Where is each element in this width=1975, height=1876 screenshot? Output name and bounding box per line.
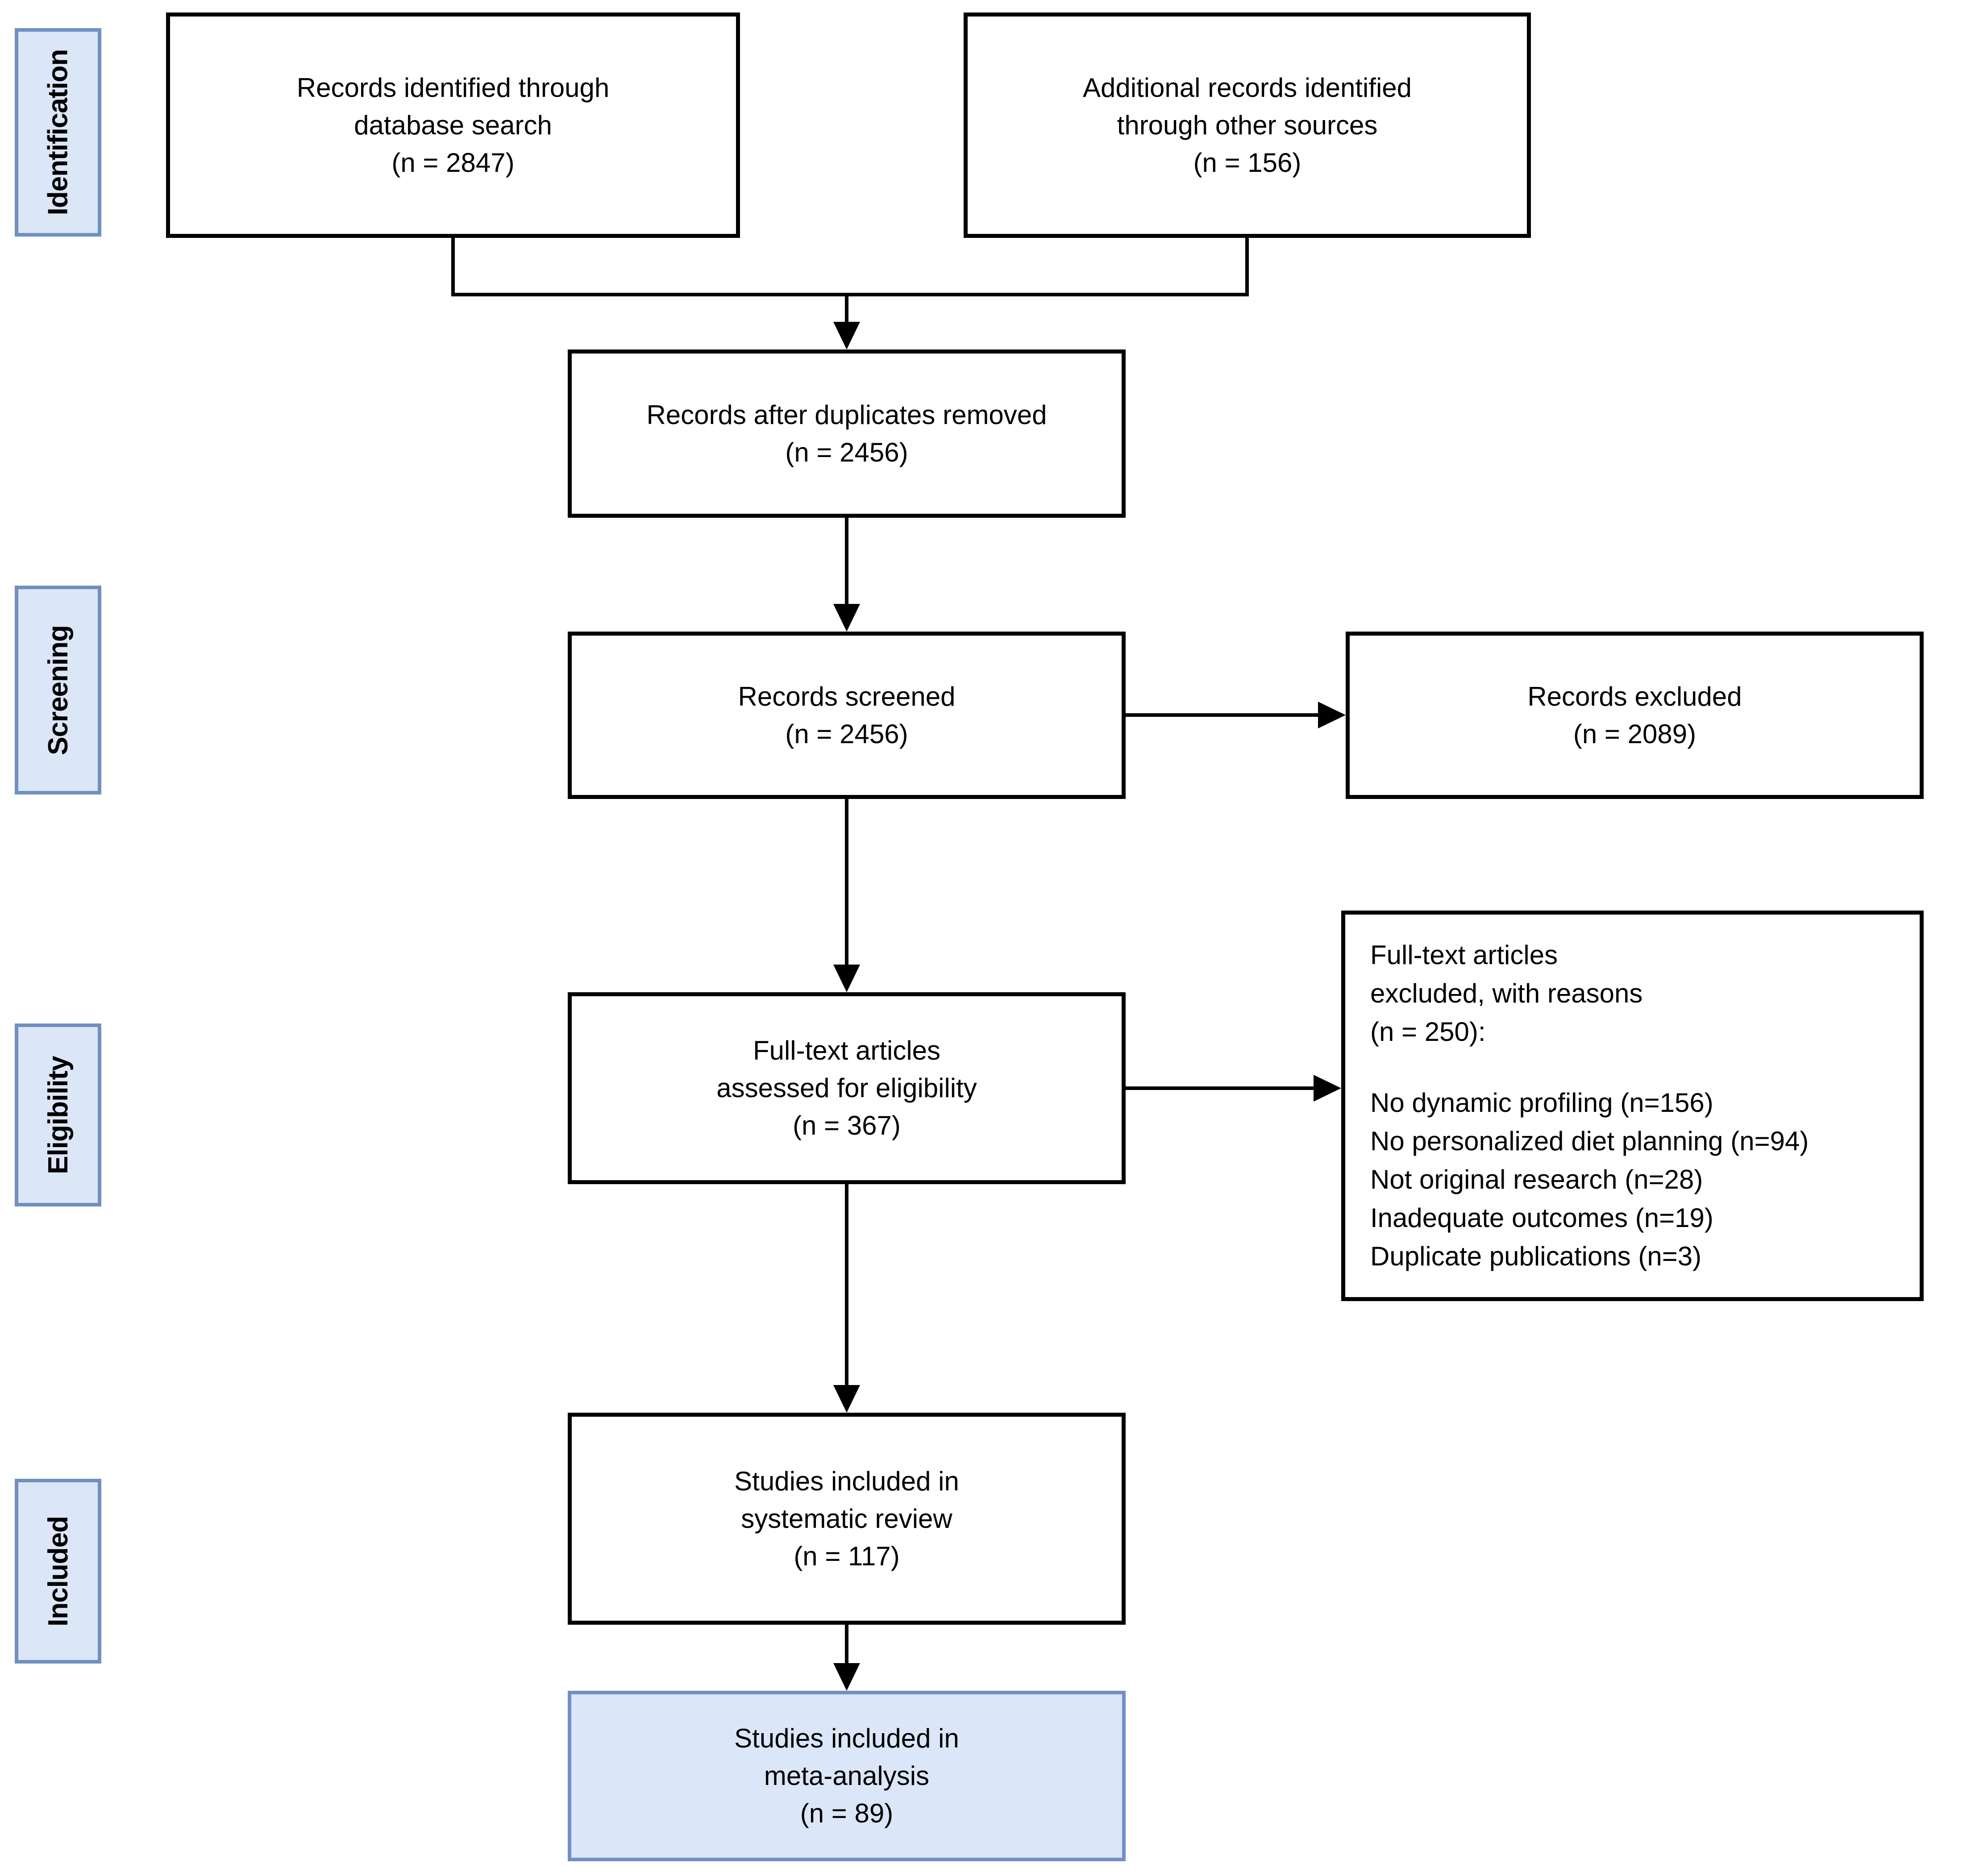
node-count: (n = 2456): [785, 437, 908, 467]
node-records-identified-database: Records identified through database sear…: [166, 12, 740, 238]
connector-right-drop: [1245, 238, 1249, 295]
stage-label-included: Included: [15, 1479, 101, 1664]
arrowhead-down: [833, 965, 860, 992]
node-count: (n = 2089): [1573, 719, 1696, 749]
node-count: (n = 2456): [785, 719, 908, 749]
node-text-line: assessed for eligibility: [716, 1073, 977, 1103]
node-text-line: (n = 250):: [1370, 1017, 1486, 1047]
node-text-line: Additional records identified: [1082, 72, 1412, 103]
node-count: (n = 2847): [391, 147, 515, 178]
connector-fulltext-to-reasons: [1126, 1086, 1318, 1090]
node-text-line: Records after duplicates removed: [646, 399, 1047, 430]
arrowhead-down: [833, 604, 860, 632]
node-text-line: Records identified through: [296, 72, 610, 103]
connector-fulltext-to-sysreview: [845, 1184, 848, 1389]
node-text-line: Studies included in: [734, 1723, 959, 1753]
arrowhead-down: [833, 1663, 860, 1691]
stage-label-text: Identification: [42, 49, 74, 216]
node-count: (n = 367): [793, 1111, 901, 1140]
node-records-excluded: Records excluded (n = 2089): [1346, 632, 1924, 799]
stage-label-text: Eligibility: [42, 1056, 74, 1174]
node-count: (n = 89): [800, 1798, 894, 1828]
node-text-line: Studies included in: [734, 1466, 959, 1496]
node-count: (n = 156): [1193, 147, 1301, 178]
stage-label-text: Included: [42, 1516, 74, 1626]
node-fulltext-excluded-reasons: Full-text articles excluded, with reason…: [1341, 911, 1924, 1301]
node-text-line: excluded, with reasons: [1370, 978, 1643, 1008]
stage-label-screening: Screening: [15, 586, 101, 794]
exclusion-reason: No dynamic profiling (n=156): [1370, 1088, 1713, 1118]
node-records-screened: Records screened (n = 2456): [568, 632, 1126, 799]
connector-left-drop: [451, 238, 455, 295]
stage-label-identification: Identification: [15, 28, 101, 237]
arrowhead-down: [833, 1385, 860, 1413]
connector-screened-to-excluded: [1126, 713, 1322, 717]
node-text-line: through other sources: [1117, 110, 1378, 140]
node-count: (n = 117): [794, 1541, 900, 1571]
exclusion-reason: Inadequate outcomes (n=19): [1370, 1203, 1713, 1233]
exclusion-reason: No personalized diet planning (n=94): [1370, 1126, 1809, 1156]
node-records-after-duplicates-removed: Records after duplicates removed (n = 24…: [568, 349, 1126, 518]
arrowhead-down: [833, 322, 860, 349]
connector-duplicates-to-screened: [845, 518, 848, 607]
stage-label-eligibility: Eligibility: [15, 1023, 101, 1206]
exclusion-reason: Not original research (n=28): [1370, 1165, 1703, 1194]
node-text-line: Full-text articles: [1370, 940, 1558, 970]
connector-merge-bus: [451, 293, 1249, 296]
node-text-line: Records screened: [738, 681, 956, 711]
node-text-line: Full-text articles: [753, 1036, 941, 1065]
node-included-meta-analysis: Studies included in meta-analysis (n = 8…: [568, 1691, 1126, 1861]
connector-sysreview-to-meta: [845, 1625, 848, 1666]
node-included-systematic-review: Studies included in systematic review (n…: [568, 1413, 1126, 1625]
node-text-line: meta-analysis: [764, 1761, 930, 1791]
connector-screened-to-fulltext: [845, 799, 848, 968]
stage-label-text: Screening: [42, 625, 74, 755]
arrowhead-right: [1318, 702, 1346, 728]
node-text-line: Records excluded: [1527, 681, 1742, 711]
exclusion-reason: Duplicate publications (n=3): [1370, 1241, 1702, 1271]
node-text-line: database search: [354, 110, 552, 140]
connector-bus-to-duplicates: [845, 293, 848, 325]
node-additional-records-other-sources: Additional records identified through ot…: [964, 12, 1531, 238]
node-text-line: systematic review: [741, 1503, 952, 1534]
arrowhead-right: [1314, 1075, 1341, 1102]
node-fulltext-assessed: Full-text articles assessed for eligibil…: [568, 992, 1126, 1184]
